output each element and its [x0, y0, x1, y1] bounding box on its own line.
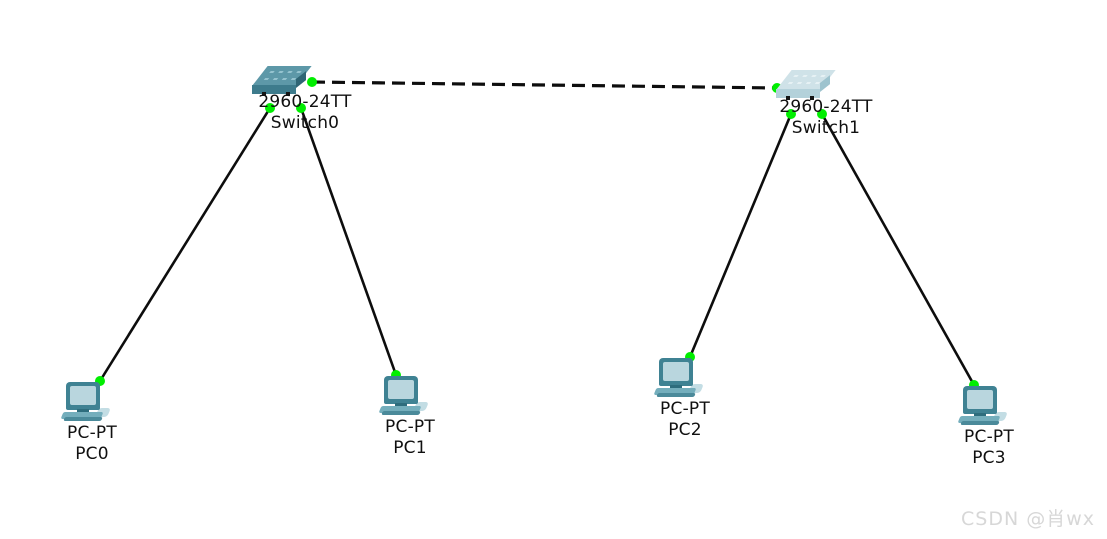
device-model-label: PC-PT	[67, 423, 117, 443]
device-name-label: PC2	[668, 420, 702, 440]
device-switch1[interactable]	[776, 70, 836, 100]
device-name-label: PC3	[972, 448, 1006, 468]
switch-port	[787, 82, 794, 84]
switch-icon	[252, 66, 312, 96]
watermark: CSDN @肖wx	[961, 508, 1095, 530]
device-switch0[interactable]	[252, 66, 312, 96]
pc-icon	[378, 376, 429, 418]
device-pc1[interactable]	[378, 376, 429, 418]
link-switch0-switch1[interactable]	[311, 80, 778, 90]
switch-port	[820, 75, 826, 77]
link-status-dot	[265, 103, 275, 113]
device-pc3[interactable]	[957, 386, 1008, 428]
switch-port	[802, 75, 808, 77]
device-model-label: PC-PT	[660, 399, 710, 419]
link-switch0-pc0[interactable]	[98, 107, 272, 382]
device-model-label: PC-PT	[385, 417, 435, 437]
switch-port	[278, 71, 284, 73]
link-switch1-pc2[interactable]	[688, 113, 793, 358]
switch-port	[793, 75, 799, 77]
device-name-label: Switch1	[791, 118, 861, 138]
pc-icon	[957, 386, 1008, 428]
switch-port	[805, 82, 812, 84]
pc-icon	[60, 382, 111, 424]
device-name-label: PC0	[75, 444, 109, 464]
link-status-dot	[786, 109, 796, 119]
link-switch0-pc1[interactable]	[299, 107, 398, 376]
switch-port	[272, 78, 279, 80]
switch-icon	[776, 70, 836, 100]
device-pc2[interactable]	[653, 358, 704, 400]
device-pc0[interactable]	[60, 382, 111, 424]
device-name-label: PC1	[393, 438, 427, 458]
device-model-label: PC-PT	[964, 427, 1014, 447]
link-switch1-pc3[interactable]	[820, 113, 976, 386]
link-status-dot	[296, 103, 306, 113]
switch-port	[281, 78, 288, 80]
link-status-dot	[817, 109, 827, 119]
link-status-dot	[307, 77, 317, 87]
switch-port	[296, 71, 302, 73]
device-model-label: 2960-24TT	[779, 97, 873, 117]
switch-port	[287, 71, 293, 73]
switch-port	[269, 71, 275, 73]
pc-icon	[653, 358, 704, 400]
device-name-label: Switch0	[270, 113, 340, 133]
switch-port	[796, 82, 803, 84]
device-model-label: 2960-24TT	[258, 92, 352, 112]
switch-port	[263, 78, 270, 80]
switch-port	[811, 75, 817, 77]
